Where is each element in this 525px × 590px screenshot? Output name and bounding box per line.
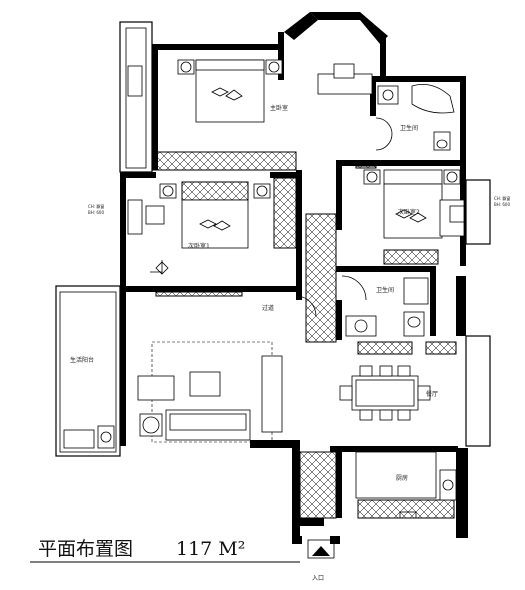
bedroom-2-furniture (363, 169, 465, 265)
dining-furniture (339, 365, 431, 421)
label-bathroom-2: 卫生间 (376, 286, 394, 294)
upper-bathroom-fixtures (375, 83, 455, 151)
label-balcony: 生活阳台 (70, 356, 94, 364)
left-window-note-2: BH: 600 (88, 210, 104, 215)
label-bathroom: 卫生间 (400, 124, 418, 132)
life-balcony (55, 285, 121, 457)
walls (120, 12, 491, 544)
kitchen-fixtures (355, 451, 457, 519)
bedroom-1-furniture (127, 181, 271, 275)
label-dining: 餐厅 (426, 390, 438, 398)
label-bedroom-2: 次卧室2 (398, 208, 420, 216)
label-master-bedroom: 主卧室 (270, 104, 288, 112)
label-entrance: 入口 (312, 575, 324, 582)
left-balcony (119, 21, 153, 173)
plan-title: 平面布置图 (38, 538, 133, 560)
entrance-marker (307, 539, 335, 559)
living-room-furniture (137, 291, 317, 443)
right-balcony (465, 179, 491, 245)
plan-area: 117 M² (176, 538, 245, 560)
label-corridor: 过道 (262, 304, 274, 312)
right-window-note-1: CH: 飘窗 (494, 195, 510, 201)
label-kitchen: 厨房 (396, 474, 408, 482)
right-window-note-2: BH: 600 (494, 202, 510, 207)
bathroom-2-fixtures (341, 275, 457, 355)
master-bedroom-furniture (127, 59, 373, 123)
label-bedroom-1: 次卧室1 (188, 242, 210, 250)
left-window-note-1: CH: 飘窗 (88, 203, 104, 209)
